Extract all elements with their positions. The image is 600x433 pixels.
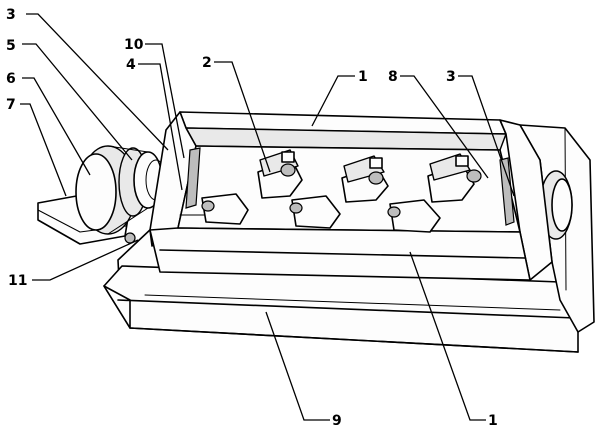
- label-10: 10: [124, 37, 144, 53]
- right-rail: [499, 157, 515, 226]
- label-11: 11: [8, 273, 27, 289]
- label-3-right: 3: [446, 69, 456, 85]
- reference-labels: 3 5 6 7 10 4 2 1 8 3 11 9 1: [6, 7, 498, 429]
- leader-lines: [20, 13, 515, 421]
- label-1-top: 1: [358, 69, 368, 85]
- label-3-top-left: 3: [6, 7, 16, 23]
- label-2: 2: [202, 55, 212, 71]
- cutter-head-lower-1: [201, 193, 249, 225]
- label-1-bottom: 1: [488, 413, 498, 429]
- label-8: 8: [388, 69, 398, 85]
- label-4: 4: [126, 57, 136, 73]
- cutter-head-lower-2: [289, 195, 341, 229]
- label-9: 9: [332, 413, 342, 429]
- left-drive-assembly: [37, 145, 167, 245]
- label-6: 6: [6, 71, 16, 87]
- left-rail: [185, 147, 201, 209]
- cutter-head-upper-2: [341, 155, 389, 203]
- label-7: 7: [6, 97, 16, 113]
- label-5: 5: [6, 38, 16, 54]
- cutter-head-lower-3: [387, 199, 441, 233]
- cutter-head-upper-3: [427, 153, 482, 203]
